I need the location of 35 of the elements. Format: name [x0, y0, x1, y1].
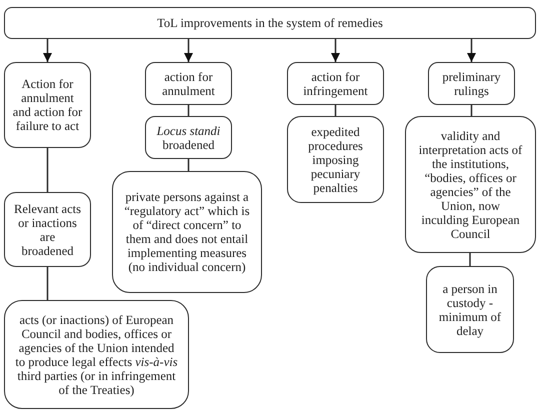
box-text: ToL improvements in the system of remedies	[157, 16, 383, 30]
arrow	[331, 39, 340, 62]
arrow	[467, 39, 476, 62]
box-text: a person in custody - minimum of delay	[438, 282, 502, 338]
box-text: preliminary rulings	[441, 70, 502, 98]
rounded-box	[4, 7, 536, 39]
rounded-box	[112, 171, 262, 293]
box-text: action for annulment	[161, 70, 216, 98]
rounded-box	[4, 192, 91, 267]
connector-line	[469, 253, 471, 266]
box-text: validity and interpretation acts of the institutions, “bodies, offices or agencies” of the Union, now inculding European Council	[418, 128, 523, 240]
connector-line	[46, 148, 48, 192]
connector-line	[334, 105, 336, 116]
box-text: expedited procedures imposing pecuniary penalties	[307, 124, 364, 194]
rounded-box	[287, 116, 384, 203]
connector-line	[470, 105, 472, 116]
rounded-box	[4, 62, 91, 148]
rounded-box	[145, 116, 232, 159]
box-text: action for infringement	[302, 70, 369, 98]
connector-line	[188, 105, 190, 116]
box-text: Relevant acts or inactions are broadened	[14, 202, 81, 258]
rounded-box	[4, 300, 189, 409]
box-text: acts (or inactions) of European Council and bodies, offices or agencies of the Union intended to produce legal effects vis-à-vis third parties (or in infringement of the Treaties)	[15, 312, 178, 396]
box-text: private persons against a “regulatory act” which is of “direct concern” to them and does not entail implementing measures (no individual concern)	[124, 190, 250, 274]
rounded-box	[428, 62, 515, 105]
box-text: Action for annulment and action for failure to act	[12, 77, 84, 133]
connector-line	[46, 267, 48, 300]
box-text: Locus standi broadened	[156, 124, 222, 152]
arrow	[43, 39, 52, 62]
rounded-box	[145, 62, 232, 105]
rounded-box	[405, 116, 536, 253]
arrow	[184, 39, 193, 62]
rounded-box	[287, 62, 384, 105]
rounded-box	[426, 266, 514, 353]
connector-line	[188, 159, 190, 171]
